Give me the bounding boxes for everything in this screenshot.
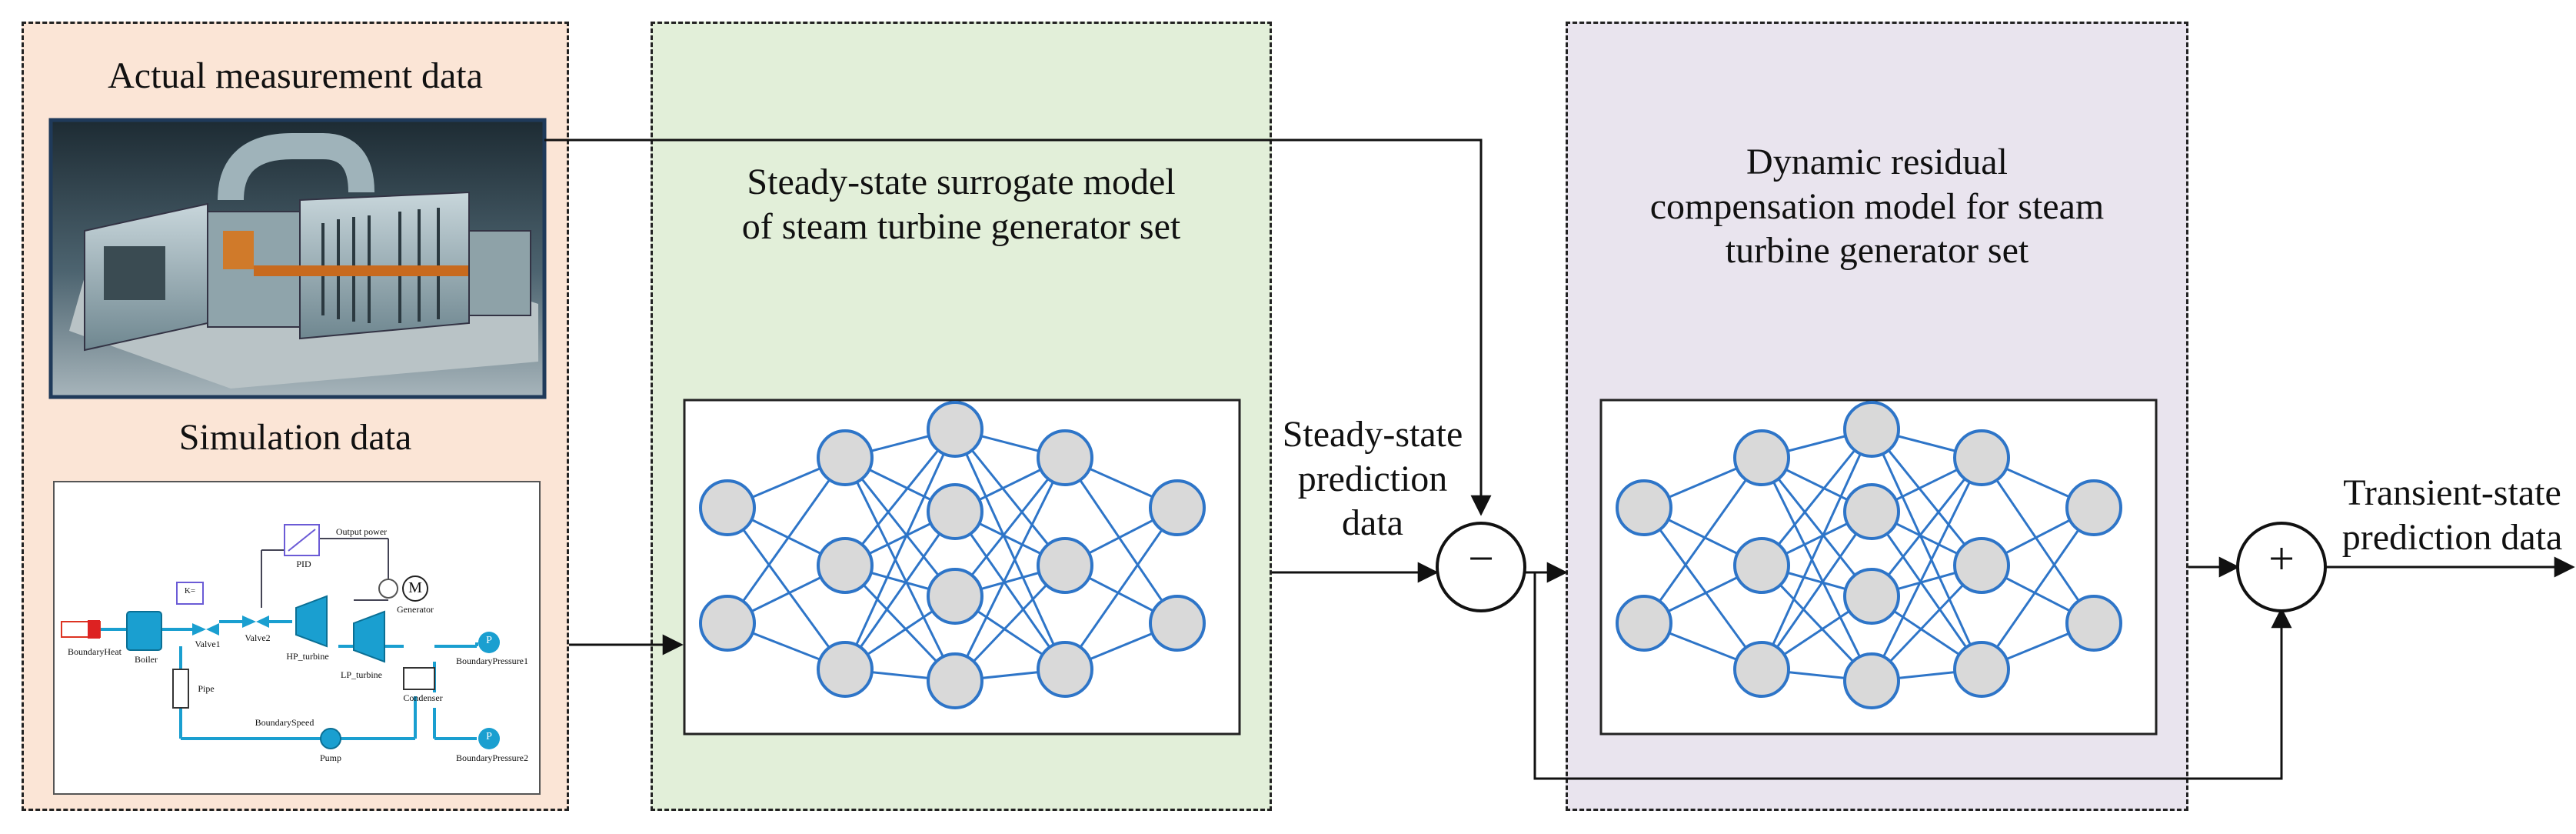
schematic-label-boundary-speed: BoundarySpeed <box>255 717 315 728</box>
surrogate-title: Steady-state surrogate model of steam tu… <box>741 162 1181 247</box>
schematic-label-boundary-pressure1: BoundaryPressure1 <box>456 656 528 666</box>
nn-node <box>1953 537 2010 594</box>
schematic-label-lp-turbine: LP_turbine <box>341 669 382 680</box>
nn-edge <box>844 429 957 566</box>
nn-edge <box>1870 511 1983 670</box>
nn-node <box>1733 537 1790 594</box>
residual-title: Dynamic residual compensation model for … <box>1649 142 2105 272</box>
nn-node <box>1953 429 2010 486</box>
nn-node <box>1037 429 1093 486</box>
schematic-label-p-symbol-1: P <box>486 635 492 646</box>
plus-sign: + <box>2268 533 2295 584</box>
schematic-label-valve2: Valve2 <box>245 632 271 643</box>
nn-node <box>1149 479 1206 536</box>
schematic-label-boiler: Boiler <box>135 654 158 665</box>
nn-edge <box>1870 457 1983 597</box>
nn-edge <box>844 511 957 670</box>
schematic-label-p-symbol-2: P <box>486 731 492 742</box>
nn-edge <box>1980 507 2095 670</box>
nn-node <box>1733 641 1790 698</box>
nn-edge <box>844 457 957 597</box>
nn-edge <box>844 429 957 670</box>
schematic-label-pump: Pump <box>319 752 341 763</box>
nn-node <box>1843 652 1900 709</box>
nn-node <box>699 479 756 536</box>
nn-node <box>1953 641 2010 698</box>
plus-operator <box>2236 522 2327 612</box>
schematic-label-generator-symbol: M <box>408 579 422 596</box>
minus-operator <box>1436 522 1526 612</box>
nn-node <box>817 429 874 486</box>
nn-edge <box>1870 429 1983 566</box>
nn-edge <box>1642 507 1763 670</box>
schematic-label-pipe: Pipe <box>198 683 215 694</box>
nn-node <box>1037 641 1093 698</box>
simulation-title: Simulation data <box>178 417 412 458</box>
nn-edge <box>954 457 1067 597</box>
nn-edge <box>1870 429 1983 670</box>
nn-node <box>1149 595 1206 652</box>
nn-edge <box>954 511 1067 670</box>
nn-residual <box>1616 401 2122 709</box>
nn-node <box>1843 483 1900 540</box>
nn-edge <box>1760 511 1873 670</box>
nn-node <box>927 483 983 540</box>
nn-edge <box>1760 429 1873 566</box>
turbine-photo <box>48 118 547 399</box>
nn-edge <box>726 507 847 670</box>
nn-edge <box>1760 457 1873 597</box>
simulation-schematic <box>53 481 541 795</box>
nn-node <box>927 401 983 458</box>
bypass-to-plus-arrow <box>1533 572 2292 780</box>
nn-edge <box>954 429 1067 670</box>
nn-edge <box>1063 507 1179 670</box>
schematic-label-valve1: Valve1 <box>195 639 221 649</box>
schematic-label-generator: Generator <box>397 604 434 615</box>
schematic-label-condenser: Condenser <box>403 692 443 703</box>
schematic-label-boundary-heat: BoundaryHeat <box>68 646 121 657</box>
schematic-label-k: K= <box>184 586 196 595</box>
nn-node <box>927 568 983 625</box>
nn-edge <box>1870 457 1983 682</box>
nn-edge <box>1642 457 1763 624</box>
nn-node <box>2065 479 2122 536</box>
nn-edge <box>726 457 847 624</box>
transient-state-label: Transient-state prediction data <box>2341 472 2563 558</box>
schematic-label-output-power: Output power <box>335 526 388 537</box>
nn-node <box>1843 401 1900 458</box>
nn-edge <box>1760 457 1873 682</box>
nn-edge <box>1063 457 1179 624</box>
nn-node <box>817 641 874 698</box>
measurement-title: Actual measurement data <box>108 55 483 96</box>
flow-connectors <box>544 138 2575 780</box>
nn-node <box>1733 429 1790 486</box>
nn-edge <box>954 457 1067 682</box>
nn-node <box>817 537 874 594</box>
nn-node <box>1037 537 1093 594</box>
schematic-label-pid: PID <box>296 559 311 569</box>
nn-node <box>1843 568 1900 625</box>
steady-state-label: Steady-state prediction data <box>1282 414 1463 544</box>
minus-sign: − <box>1468 533 1494 584</box>
measurement-to-minus-arrow <box>544 138 1492 516</box>
schematic-label-hp-turbine: HP_turbine <box>286 651 329 662</box>
nn-node <box>927 652 983 709</box>
nn-node <box>2065 595 2122 652</box>
nn-node <box>699 595 756 652</box>
nn-node <box>1616 595 1672 652</box>
nn-edge <box>1980 457 2095 624</box>
nn-edge <box>844 457 957 682</box>
nn-edge <box>954 429 1067 566</box>
schematic-label-boundary-pressure2: BoundaryPressure2 <box>456 752 528 763</box>
nn-surrogate <box>699 401 1206 709</box>
nn-node <box>1616 479 1672 536</box>
nn-edge <box>1760 429 1873 670</box>
